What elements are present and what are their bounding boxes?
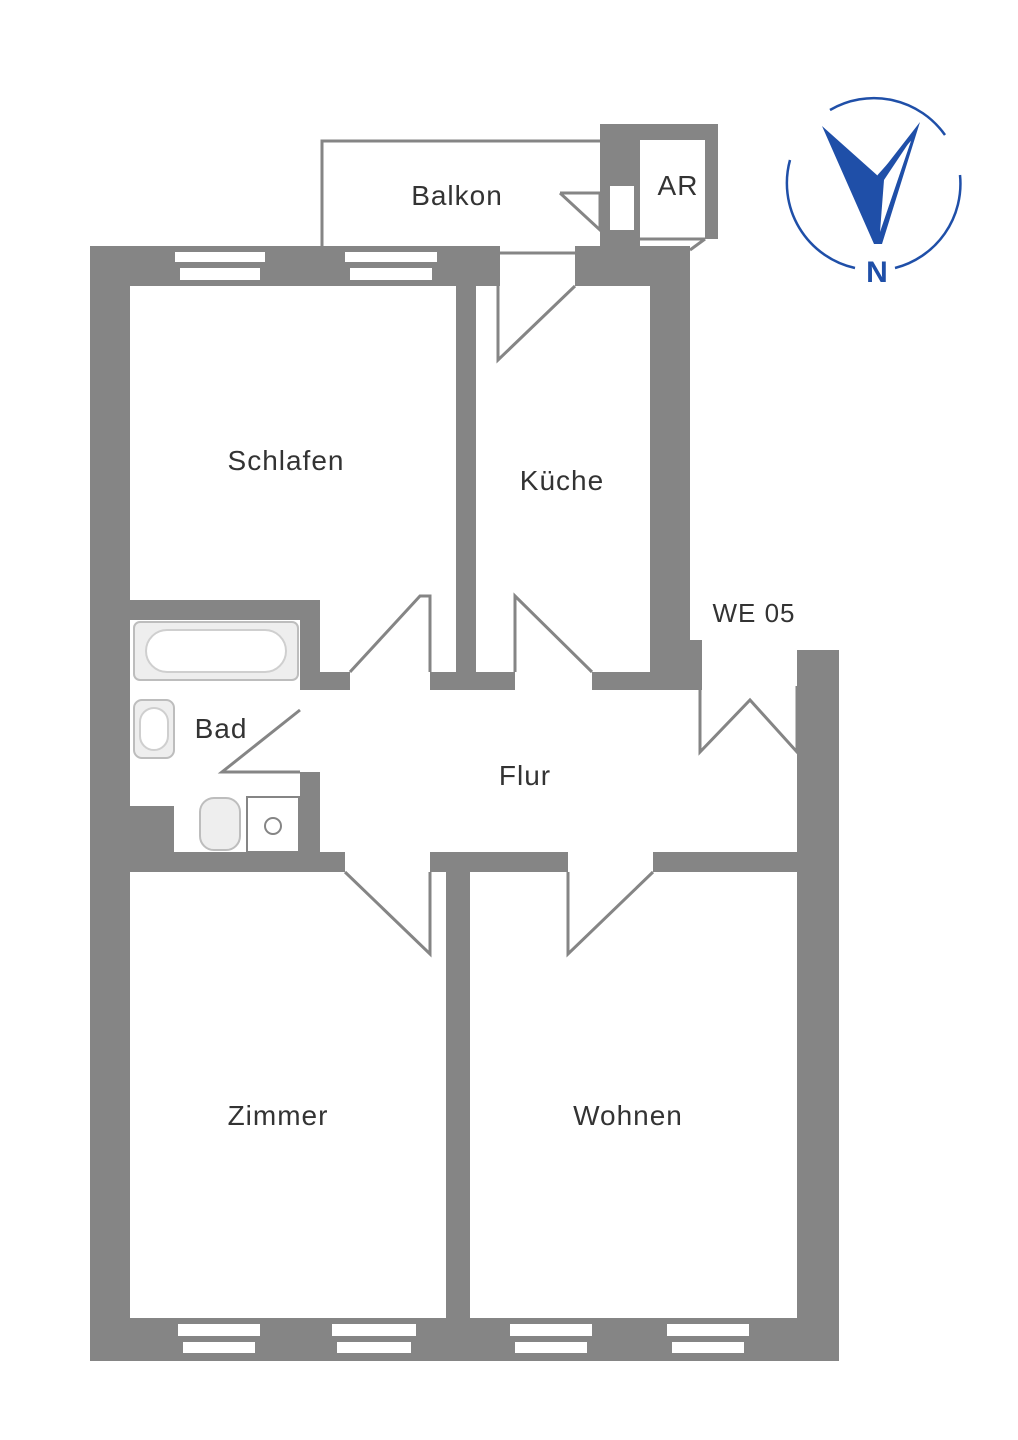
label-schlafen: Schlafen xyxy=(228,445,345,476)
balcony-rail xyxy=(320,139,600,246)
bad-right-wall-upper xyxy=(300,600,320,690)
window-wohnen-1b xyxy=(515,1342,587,1353)
wall-schlafen-kueche xyxy=(456,286,476,686)
label-unit: WE 05 xyxy=(712,598,795,628)
window-schlafen-1b xyxy=(180,268,260,280)
bad-top-wall xyxy=(130,600,320,620)
window-zimmer-1b xyxy=(183,1342,255,1353)
window-schlafen-2 xyxy=(345,252,437,262)
door-bad xyxy=(217,708,301,774)
bathtub-inner xyxy=(145,629,287,673)
label-ar: AR xyxy=(658,170,699,201)
compass-needle-icon xyxy=(822,122,920,244)
door-ar xyxy=(558,191,602,234)
label-zimmer: Zimmer xyxy=(228,1100,329,1131)
window-wohnen-1 xyxy=(510,1324,592,1336)
wall-zimmer-wohnen xyxy=(446,852,470,1318)
label-bad: Bad xyxy=(195,713,248,744)
kueche-bottom-right xyxy=(592,672,702,690)
label-wohnen: Wohnen xyxy=(573,1100,683,1131)
bath-fixtures xyxy=(133,621,300,853)
window-schlafen-1 xyxy=(175,252,265,262)
washbasin-bowl xyxy=(139,707,169,751)
window-zimmer-1 xyxy=(178,1324,260,1336)
door-schlafen xyxy=(348,594,432,674)
room-labels: Balkon AR Schlafen Küche Bad Flur Zimmer… xyxy=(195,170,795,1131)
kueche-bottom-left xyxy=(430,672,515,690)
door-balkon xyxy=(496,284,577,364)
outer-wall-left xyxy=(90,246,130,1361)
door-entrance-left xyxy=(698,686,799,756)
ar-corner xyxy=(689,237,706,252)
kitchen-right-wall xyxy=(650,246,690,686)
bad-bottom-wall xyxy=(130,852,345,872)
ar-top-wall xyxy=(600,124,718,140)
ar-right-wall xyxy=(705,124,718,239)
bad-right-wall-lower xyxy=(300,772,320,872)
bad-corner-block xyxy=(130,806,174,872)
bad-right-stub xyxy=(320,672,350,690)
door-wohnen xyxy=(566,870,655,958)
shaft-opening xyxy=(610,186,634,230)
outer-wall-right xyxy=(797,650,839,1361)
window-zimmer-2 xyxy=(332,1324,416,1336)
window-wohnen-2 xyxy=(667,1324,749,1336)
toilet xyxy=(199,797,241,851)
outer-wall-top xyxy=(90,246,500,286)
flur-bottom-right xyxy=(653,852,839,872)
windows xyxy=(175,252,749,1353)
shower-drain-icon xyxy=(264,817,282,835)
doors xyxy=(217,191,799,958)
label-balkon: Balkon xyxy=(411,180,503,211)
door-kueche xyxy=(513,592,594,674)
compass-north-letter: N xyxy=(866,256,888,289)
label-flur: Flur xyxy=(499,760,551,791)
window-schlafen-2b xyxy=(350,268,432,280)
balcony-outline xyxy=(320,139,706,255)
window-zimmer-2b xyxy=(337,1342,411,1353)
door-zimmer xyxy=(343,870,432,958)
window-wohnen-2b xyxy=(672,1342,744,1353)
shower-tray xyxy=(246,796,300,853)
compass-icon: N xyxy=(785,96,962,289)
label-kueche: Küche xyxy=(520,465,604,496)
